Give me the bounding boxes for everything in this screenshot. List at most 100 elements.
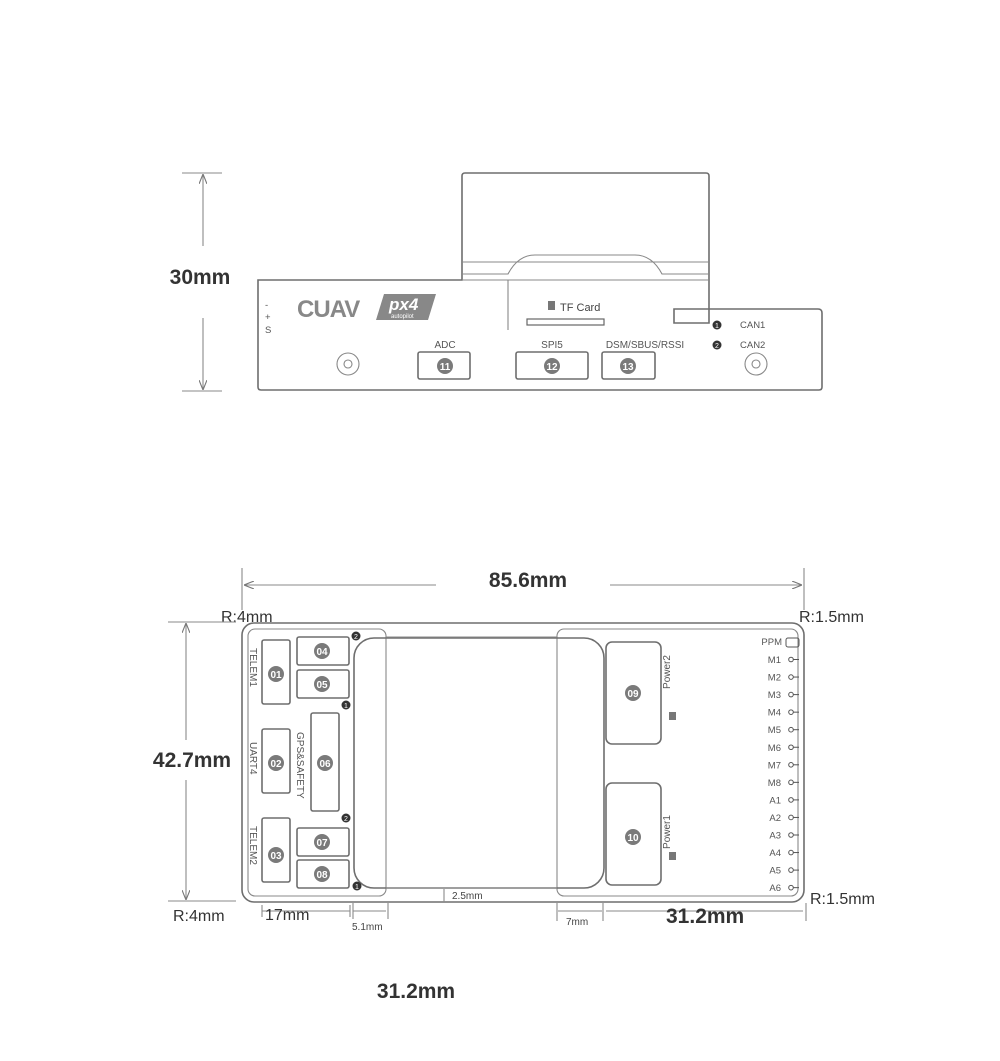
uart4-label: UART4 <box>247 742 258 775</box>
port-09: 09 <box>605 641 662 745</box>
marker-1-top-number: 1 <box>344 703 348 710</box>
height-label-42-7mm: 42.7mm <box>153 749 231 772</box>
radius-bottom-right: R:1.5mm <box>810 891 875 908</box>
pin-label-m7: M7 <box>768 760 781 771</box>
port-01-number: 01 <box>270 670 282 681</box>
port-adc: ADC 11 <box>417 340 471 380</box>
pin-mark-plus: + <box>265 312 271 323</box>
marker-2-bottom-number: 2 <box>344 816 348 823</box>
port-02: 02 <box>261 728 291 794</box>
port-07: 07 <box>296 827 350 857</box>
can2-label: CAN2 <box>740 340 765 351</box>
px4-logo-text: px4 <box>388 295 419 314</box>
ppm-connector-icon <box>785 637 800 648</box>
pin-hole-a4 <box>788 849 794 856</box>
can2-marker <box>712 340 722 350</box>
pin-label-m2: M2 <box>768 673 781 684</box>
pin-hole-m6 <box>788 744 794 751</box>
port-03: 03 <box>261 817 291 883</box>
pin-label-m1: M1 <box>768 655 781 666</box>
port-06-number: 06 <box>319 759 331 770</box>
port-03-badge <box>268 847 284 863</box>
pin-label-a1: A1 <box>769 795 781 806</box>
can2-marker-number: 2 <box>715 343 719 350</box>
port-dsm-number: 13 <box>622 362 634 373</box>
port-dsm-connector <box>601 351 656 380</box>
telem2-label: TELEM2 <box>247 826 258 865</box>
marker-1-bottom-number: 1 <box>355 884 359 891</box>
port-05: 05 <box>296 669 350 699</box>
tf-card-slot <box>526 318 605 326</box>
marker-2-top <box>351 631 361 641</box>
telem1-label: TELEM1 <box>247 648 258 687</box>
pin-hole-m8 <box>788 779 794 786</box>
port-10-number: 10 <box>627 833 639 844</box>
pin-label-a3: A3 <box>769 831 781 842</box>
tf-card-label: TF Card <box>560 302 600 314</box>
cuav-logo: CUAV <box>297 296 360 323</box>
pin-label-a5: A5 <box>769 866 781 877</box>
marker-2-bottom <box>341 813 351 823</box>
pin-label-m4: M4 <box>768 708 781 719</box>
pin-hole-m7 <box>788 762 794 768</box>
pin-label-m6: M6 <box>768 743 781 754</box>
mount-hole-right-inner <box>751 359 761 369</box>
port-adc-badge <box>437 358 453 374</box>
width-label-85-6mm: 85.6mm <box>489 569 567 592</box>
port-04-badge <box>314 643 330 659</box>
mount-hole-left-inner <box>343 359 353 369</box>
dim-31-2mm: 31.2mm <box>666 905 744 928</box>
port-adc-number: 11 <box>440 362 451 373</box>
port-spi5-connector <box>515 351 589 380</box>
pin-hole-m5 <box>788 726 794 733</box>
side-body-outline <box>257 172 823 391</box>
port-10-badge <box>625 829 641 845</box>
port-01: 01 <box>261 639 291 705</box>
port-spi5-badge <box>544 358 560 374</box>
pin-label-a4: A4 <box>769 848 781 859</box>
port-spi5: SPI5 12 <box>515 340 589 380</box>
housing-contour <box>462 254 709 275</box>
port-spi5-number: 12 <box>546 362 558 373</box>
pin-mark-minus: - <box>265 300 268 311</box>
port-dsm-badge <box>620 358 636 374</box>
port-08-badge <box>314 866 330 882</box>
px4-logo: px4 autopilot <box>376 294 436 320</box>
port-08-number: 08 <box>316 870 328 881</box>
pin-hole-m1 <box>788 656 794 663</box>
port-02-number: 02 <box>270 759 282 770</box>
port-04-number: 04 <box>316 647 328 658</box>
port-spi5-label: SPI5 <box>541 340 563 351</box>
px4-logo-sub: autopilot <box>391 314 414 320</box>
can1-marker-number: 1 <box>715 323 719 330</box>
pin-hole-a5 <box>788 867 794 873</box>
port-01-badge <box>268 666 284 682</box>
mount-hole-left <box>336 352 360 376</box>
pin-hole-a1 <box>788 797 794 803</box>
port-02-badge <box>268 755 284 771</box>
port-07-badge <box>314 834 330 850</box>
power2-icon <box>669 712 676 720</box>
port-10: 10 <box>605 782 662 886</box>
power2-label: Power2 <box>662 655 673 689</box>
marker-2-top-number: 2 <box>354 634 358 641</box>
radius-top-right: R:1.5mm <box>799 609 864 626</box>
pin-hole-a6 <box>788 884 794 891</box>
top-view: 85.6mm R:4mm R:1.5mm R:4mm R:1.5mm 42.7m… <box>153 568 875 933</box>
pin-hole-a3 <box>788 832 794 838</box>
pin-hole-a2 <box>788 814 794 821</box>
gps-safety-label: GPS&SAFETY <box>294 732 305 799</box>
power1-icon <box>669 852 676 860</box>
port-adc-label: ADC <box>434 340 455 351</box>
pin-hole-m4 <box>788 709 794 715</box>
dim-2-5mm: 2.5mm <box>452 891 483 902</box>
right-panel <box>556 628 799 897</box>
port-09-badge <box>625 685 641 701</box>
height-label-30mm: 30mm <box>170 266 231 289</box>
bottom-label-31-2mm: 31.2mm <box>377 980 455 1003</box>
port-04: 04 <box>296 636 350 666</box>
port-06: 06 <box>310 712 340 812</box>
mount-hole-right <box>744 352 768 376</box>
pin-label-a6: A6 <box>769 883 781 894</box>
